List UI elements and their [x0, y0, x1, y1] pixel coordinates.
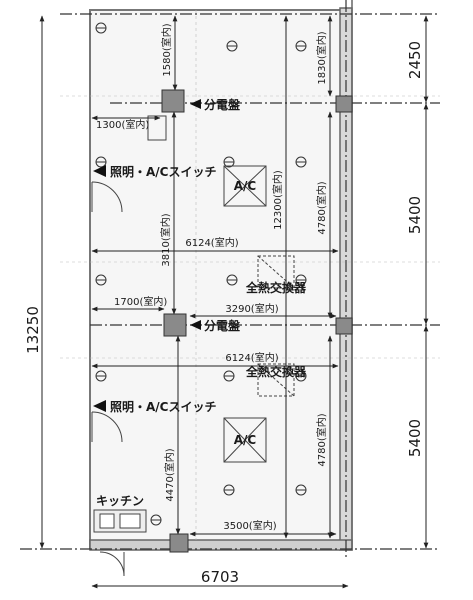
dimension-lines	[39, 15, 429, 589]
hx-label-bottom: 全熱交換器	[245, 364, 307, 379]
structural-columns	[161, 89, 353, 553]
dim-1300: 1300(室内)	[96, 118, 149, 131]
kitchen-label: キッチン	[96, 494, 144, 508]
dim-3290: 3290(室内)	[225, 302, 278, 315]
doors	[91, 115, 167, 577]
callout-arrows	[93, 99, 201, 412]
dim-3500: 3500(室内)	[223, 519, 276, 532]
dim-6124-top: 6124(室内)	[185, 236, 238, 249]
grid-lines	[60, 10, 440, 540]
kitchen-counter	[93, 509, 147, 533]
dim-6124-bottom: 6124(室内)	[225, 351, 278, 364]
dim-1830: 1830(室内)	[315, 31, 328, 84]
dim-12300: 12300(室内)	[271, 170, 284, 230]
dim-4780-top: 4780(室内)	[315, 181, 328, 234]
hx-label-top: 全熱交換器	[245, 280, 307, 295]
right-bottom-dim-label: 5400	[406, 419, 424, 457]
dim-4780-bottom: 4780(室内)	[315, 413, 328, 466]
ac-label-top: A/C	[234, 179, 257, 193]
dim-3810: 3810(室内)	[159, 213, 172, 266]
overall-width-label: 6703	[201, 568, 239, 586]
ac-label-bottom: A/C	[234, 433, 257, 447]
overall-height-label: 13250	[24, 306, 42, 354]
building-walls	[89, 0, 353, 551]
dim-1580: 1580(室内)	[160, 23, 173, 76]
panel-label-top: 分電盤	[204, 97, 241, 112]
dim-1700: 1700(室内)	[114, 295, 167, 308]
switch-label-bottom: 照明・A/Cスイッチ	[110, 399, 216, 414]
panel-label-bottom: 分電盤	[204, 318, 241, 333]
right-mid-dim-label: 5400	[406, 196, 424, 234]
light-fixtures	[95, 22, 307, 526]
right-top-dim-label: 2450	[406, 41, 424, 79]
axis-lines	[20, 0, 440, 560]
switch-label-top: 照明・A/Cスイッチ	[110, 164, 216, 179]
dim-4470: 4470(室内)	[163, 448, 176, 501]
